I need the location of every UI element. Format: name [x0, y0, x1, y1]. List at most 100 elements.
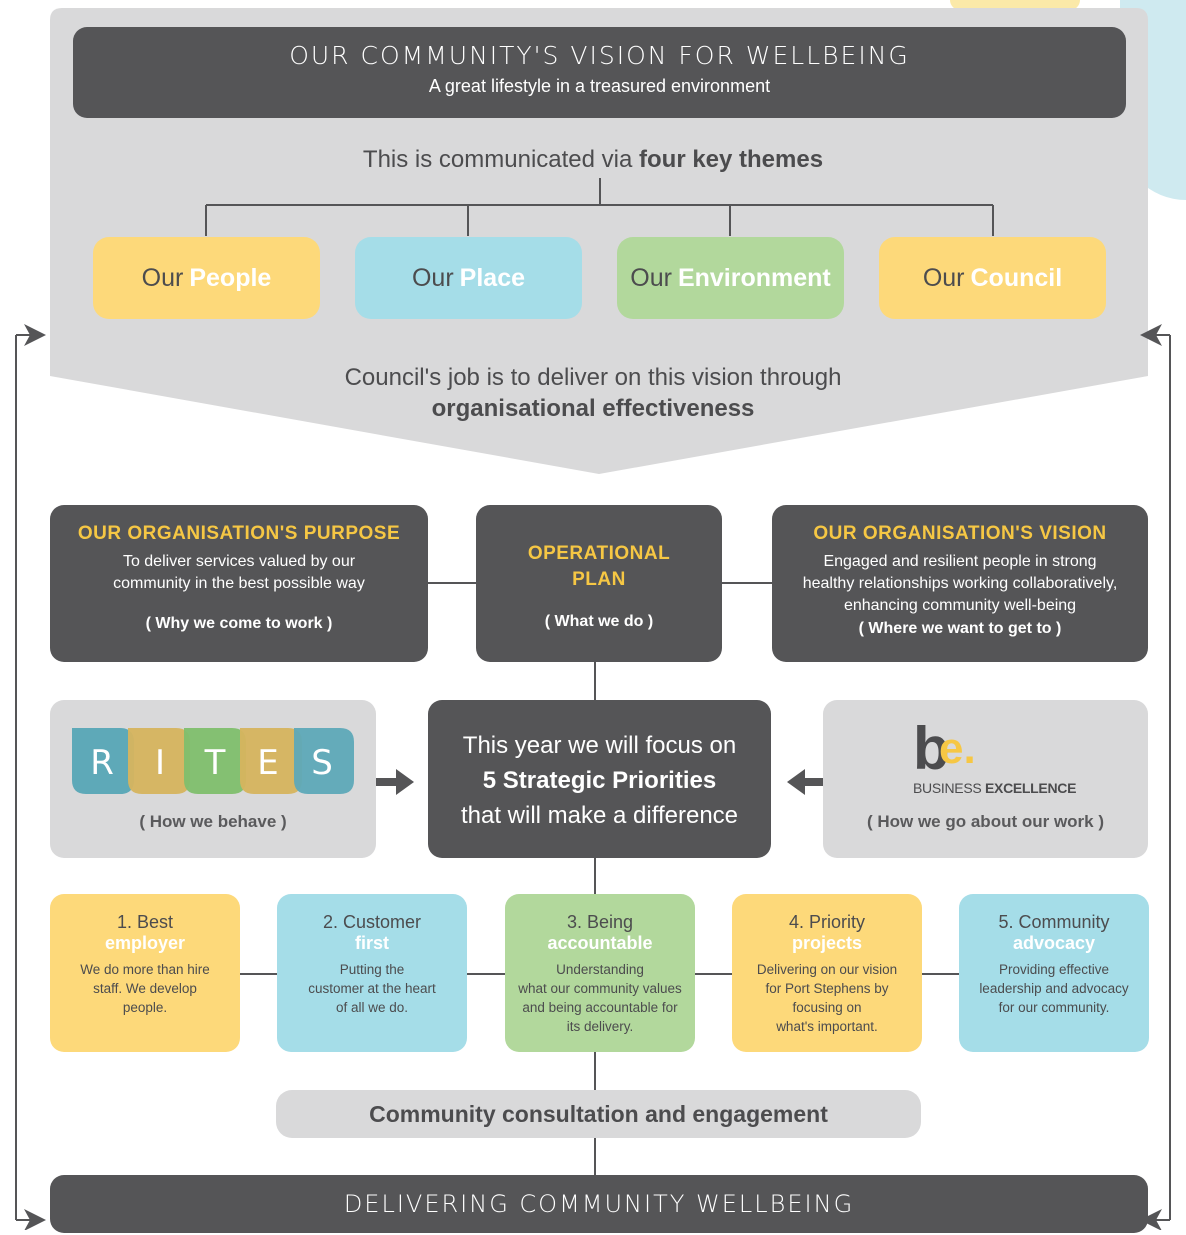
priority-number: 4. Priority: [788, 912, 866, 932]
organisation-purpose-box: OUR ORGANISATION'S PURPOSE To deliver se…: [50, 505, 428, 662]
theme-prefix: Our: [411, 263, 454, 292]
rites-letter: R: [90, 743, 114, 783]
logo-letter-b: b: [913, 715, 950, 782]
council-job-line: Council's job is to deliver on this visi…: [344, 364, 842, 391]
priority-desc-line: for our community.: [998, 1000, 1110, 1015]
decorative-yellow-arc: [950, 0, 1080, 10]
priority-desc-line: focusing on: [792, 1000, 862, 1015]
operational-heading-1: OPERATIONAL: [527, 543, 671, 564]
priority-description: Delivering on our vision for Port Stephe…: [732, 960, 922, 1036]
priority-being-accountable: 3. Being accountable Understanding what …: [505, 894, 695, 1052]
priority-best-employer: 1. Best employer We do more than hire st…: [50, 894, 240, 1052]
priority-desc-line: Understanding: [556, 962, 644, 977]
organisation-vision-box: OUR ORGANISATION'S VISION Engaged and re…: [772, 505, 1148, 662]
rites-letter: I: [155, 743, 165, 783]
theme-prefix: Our: [141, 263, 184, 292]
business-excellence-box: b e. BUSINESS EXCELLENCE ( How we go abo…: [823, 700, 1148, 858]
priority-customer-first: 2. Customer first Putting the customer a…: [277, 894, 467, 1052]
business-excellence-caption: ( How we go about our work ): [866, 812, 1105, 831]
priority-priority-projects: 4. Priority projects Delivering on our v…: [732, 894, 922, 1052]
community-vision-subtitle: A great lifestyle in a treasured environ…: [428, 76, 771, 96]
focus-line-2: 5 Strategic Priorities: [482, 767, 717, 794]
priority-desc-line: what our community values: [518, 981, 682, 996]
priority-desc-line: Providing effective: [998, 962, 1110, 977]
connector-focus-priorities: [594, 858, 596, 894]
themes-intro-bold: four key themes: [639, 146, 824, 173]
theme-name: People: [189, 263, 272, 292]
business-excellence-label: BUSINESS EXCELLENCE: [913, 780, 1076, 796]
priority-desc-line: its delivery.: [566, 1019, 634, 1034]
themes-intro-text: This is communicated via: [362, 146, 639, 173]
priority-desc-line: leadership and advocacy: [979, 981, 1129, 996]
rites-letter: E: [257, 743, 278, 783]
operational-plan-box: OPERATIONAL PLAN ( What we do ): [476, 505, 722, 662]
priority-number: 3. Being: [566, 912, 634, 932]
themes-connector: [205, 178, 994, 236]
priority-desc-line: Putting the: [339, 962, 405, 977]
priority-description: We do more than hire staff. We develop p…: [50, 960, 240, 1017]
priority-desc-line: for Port Stephens by: [765, 981, 889, 996]
logo-letter-e: e.: [939, 724, 976, 773]
priority-desc-line: people.: [122, 1000, 168, 1015]
rites-letter: S: [311, 743, 333, 783]
connector-consult-deliver: [594, 1138, 596, 1175]
connector-plan-vision: [722, 582, 772, 584]
rites-logo: R I T E S: [72, 728, 354, 794]
theme-prefix: Our: [630, 263, 672, 292]
operational-heading-2: PLAN: [572, 569, 626, 590]
priority-highlight: employer: [104, 933, 186, 953]
rites-letter: T: [204, 743, 226, 783]
priority-description: Putting the customer at the heart of all…: [277, 960, 467, 1017]
priority-number: 5. Community: [998, 912, 1110, 932]
priority-number: 2. Customer: [322, 912, 422, 932]
priority-highlight: advocacy: [1012, 933, 1096, 953]
priority-desc-line: We do more than hire: [80, 962, 210, 977]
priority-highlight: projects: [791, 933, 863, 953]
purpose-line-1: To deliver services valued by our: [122, 553, 356, 570]
connector-priorities-consult: [594, 1052, 596, 1090]
priority-highlight: first: [354, 933, 389, 953]
purpose-line-2: community in the best possible way: [113, 575, 365, 592]
priority-description: Providing effective leadership and advoc…: [959, 960, 1149, 1017]
purpose-why: ( Why we come to work ): [145, 615, 333, 632]
org-vision-line-2: healthy relationships working collaborat…: [802, 575, 1118, 592]
priority-highlight: accountable: [547, 933, 653, 953]
delivering-wellbeing-banner: DELIVERING COMMUNITY WELLBEING: [50, 1175, 1148, 1233]
theme-name: Council: [970, 263, 1063, 292]
focus-line-1: This year we will focus on: [462, 732, 737, 759]
feedback-loop-arrows: [15, 324, 1171, 1230]
strategic-focus-box: This year we will focus on 5 Strategic P…: [428, 700, 771, 858]
rites-caption: ( How we behave ): [139, 812, 287, 831]
arrow-right-icon: [376, 769, 414, 795]
connector-purpose-plan: [428, 582, 476, 584]
community-vision-title: OUR COMMUNITY'S VISION FOR WELLBEING: [289, 41, 910, 70]
theme-prefix: Our: [922, 263, 965, 292]
theme-name: Place: [459, 263, 526, 292]
priority-desc-line: customer at the heart: [308, 981, 436, 996]
focus-line-3: that will make a difference: [460, 802, 739, 829]
label-bold: EXCELLENCE: [985, 780, 1077, 796]
priority-desc-line: staff. We develop: [93, 981, 197, 996]
arrow-left-icon: [787, 769, 825, 795]
priority-community-advocacy: 5. Community advocacy Providing effectiv…: [959, 894, 1149, 1052]
priority-description: Understanding what our community values …: [505, 960, 695, 1036]
theme-name: Environment: [677, 263, 831, 292]
priority-number: 1. Best: [116, 912, 174, 932]
vision-funnel-panel: [50, 8, 1148, 474]
operational-why: ( What we do ): [544, 613, 654, 630]
org-vision-heading: OUR ORGANISATION'S VISION: [813, 523, 1107, 544]
label-light: BUSINESS: [913, 780, 985, 796]
themes-intro: This is communicated via four key themes: [0, 146, 1186, 174]
priority-desc-line: of all we do.: [335, 1000, 409, 1015]
purpose-heading: OUR ORGANISATION'S PURPOSE: [77, 523, 401, 544]
community-vision-banner: OUR COMMUNITY'S VISION FOR WELLBEING A g…: [73, 27, 1126, 118]
priority-desc-line: what's important.: [776, 1019, 878, 1034]
council-job-statement: Council's job is to deliver on this visi…: [0, 362, 1186, 424]
council-job-emphasis: organisational effectiveness: [431, 395, 755, 422]
connector-plan-focus: [594, 662, 596, 700]
business-excellence-logo: b e.: [913, 715, 993, 782]
priority-desc-line: Delivering on our vision: [756, 962, 898, 977]
